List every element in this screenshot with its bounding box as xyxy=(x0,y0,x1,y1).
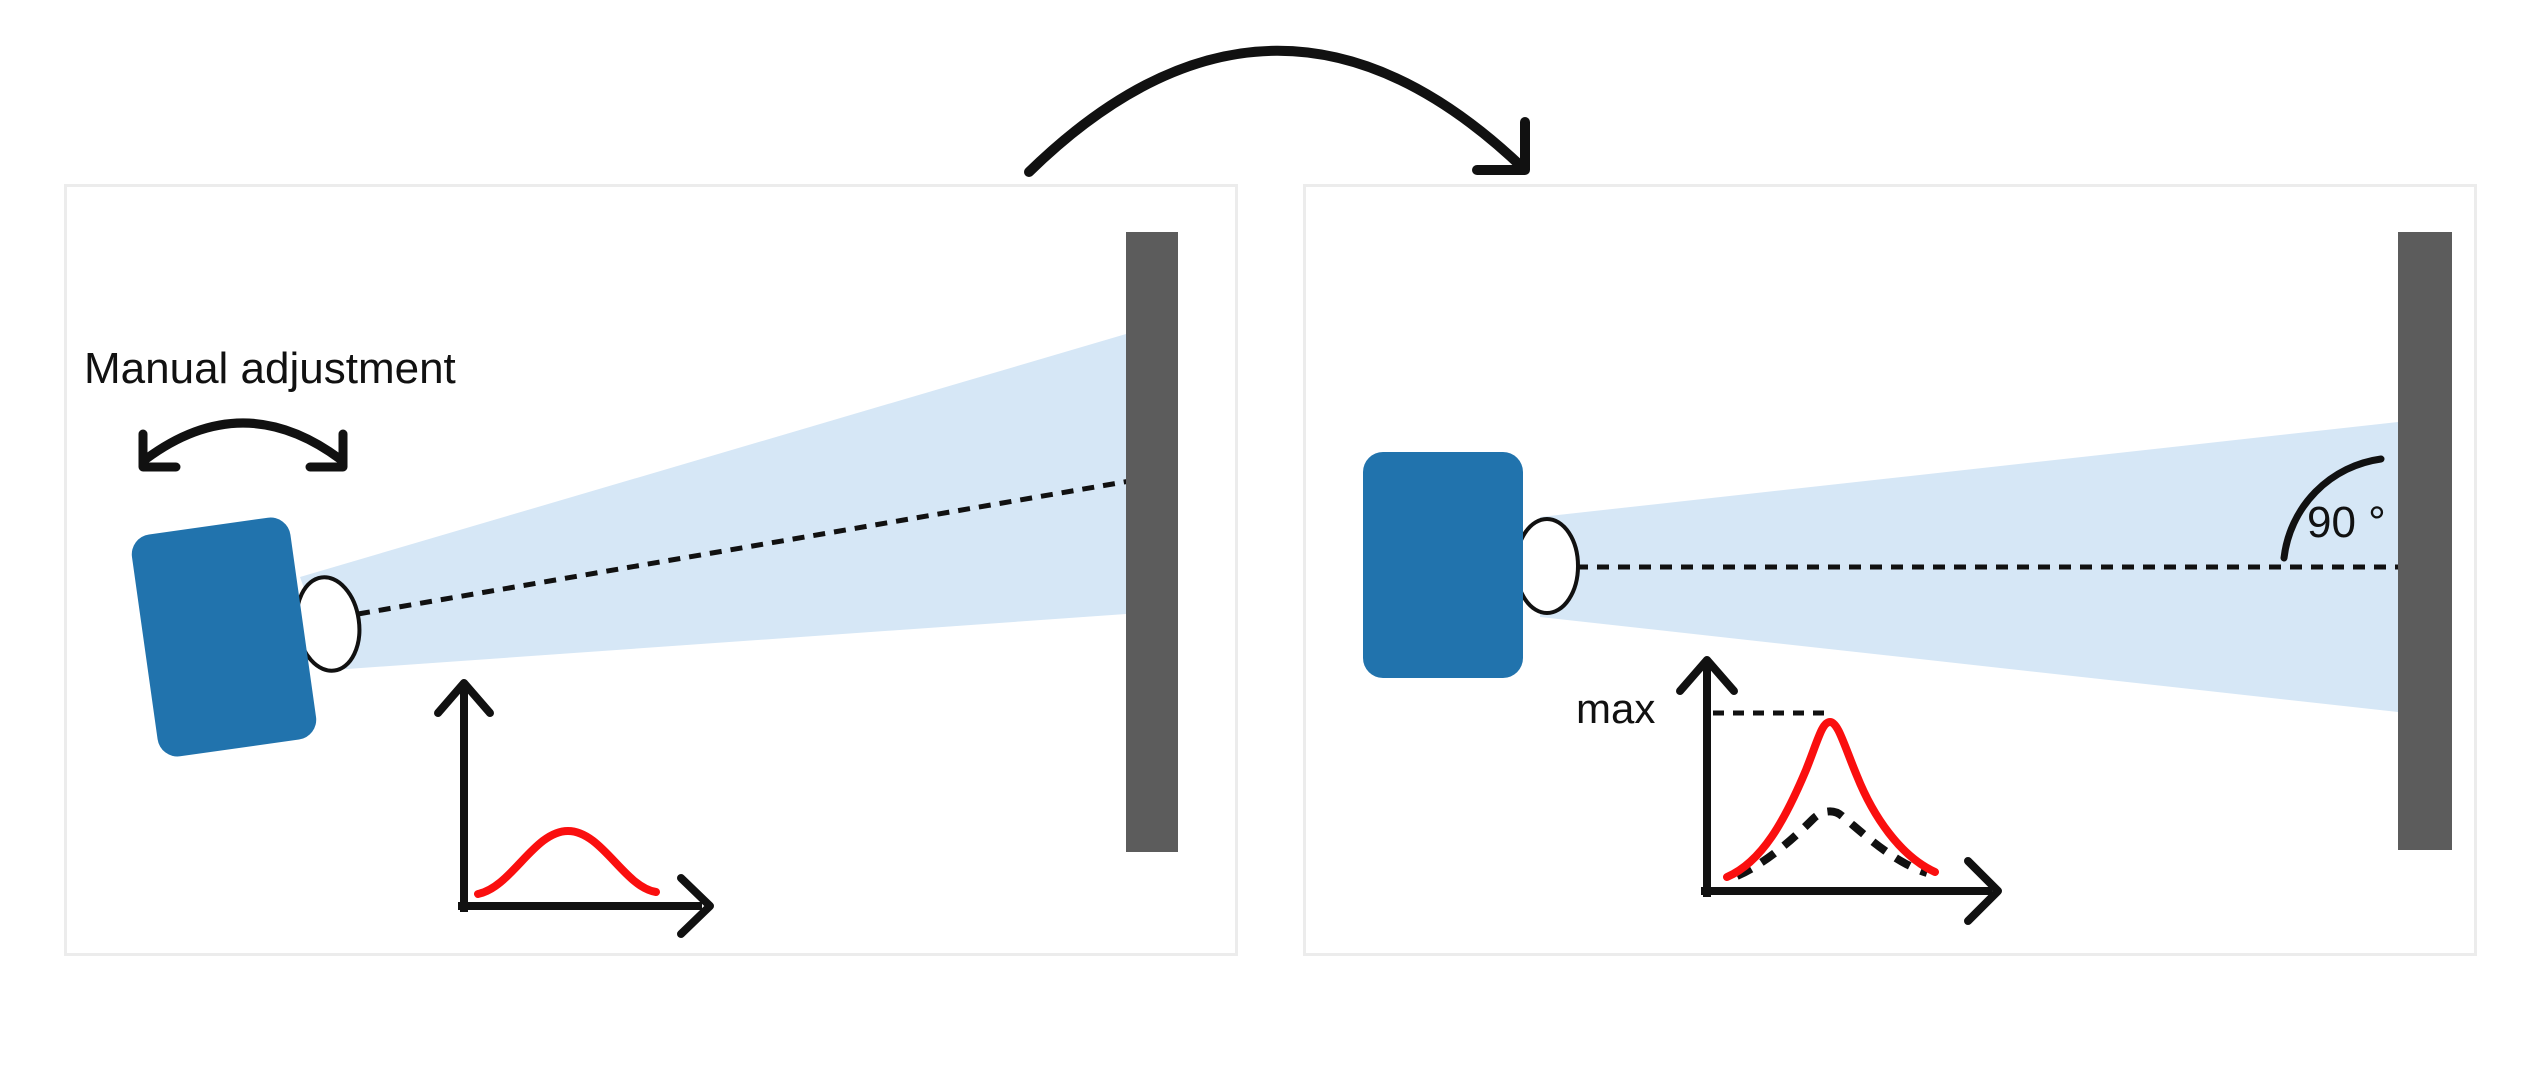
intensity-graph-before xyxy=(434,679,714,938)
intensity-curve-low xyxy=(474,826,660,898)
transition-arrow-arc xyxy=(1024,45,1529,177)
wall-target xyxy=(1126,232,1178,852)
x-axis-arrow-icon xyxy=(677,874,714,938)
wall-target xyxy=(2398,232,2452,850)
scene-after xyxy=(1363,232,2452,925)
angle-90-label: 90 ° xyxy=(2307,498,2386,547)
sensor-device xyxy=(131,517,317,757)
intensity-curve-previous-dashed xyxy=(1735,807,1929,880)
x-axis-arrow-icon xyxy=(1964,857,2002,925)
sensor-lens xyxy=(1514,517,1580,615)
sensor-device xyxy=(1363,452,1523,678)
manual-adjustment-arrow xyxy=(138,418,348,472)
scene-before xyxy=(131,232,1178,938)
y-axis-arrow-icon xyxy=(1676,656,1738,695)
max-label: max xyxy=(1576,685,1656,732)
rotation-arc xyxy=(141,418,345,464)
sight-line xyxy=(357,478,1131,617)
rotation-arrow-right-head-icon xyxy=(305,429,348,472)
transition-arrow-head-icon xyxy=(1472,117,1530,175)
y-axis-arrow-icon xyxy=(434,679,494,717)
manual-adjustment-label: Manual adjustment xyxy=(84,344,456,393)
intensity-graph-after xyxy=(1676,656,2002,925)
light-beam xyxy=(1540,422,2398,712)
right-angle-arc xyxy=(2280,455,2385,562)
rotation-arrow-left-head-icon xyxy=(138,429,181,472)
intensity-curve-max xyxy=(1723,717,1939,881)
transition-arrow xyxy=(1024,45,1530,177)
